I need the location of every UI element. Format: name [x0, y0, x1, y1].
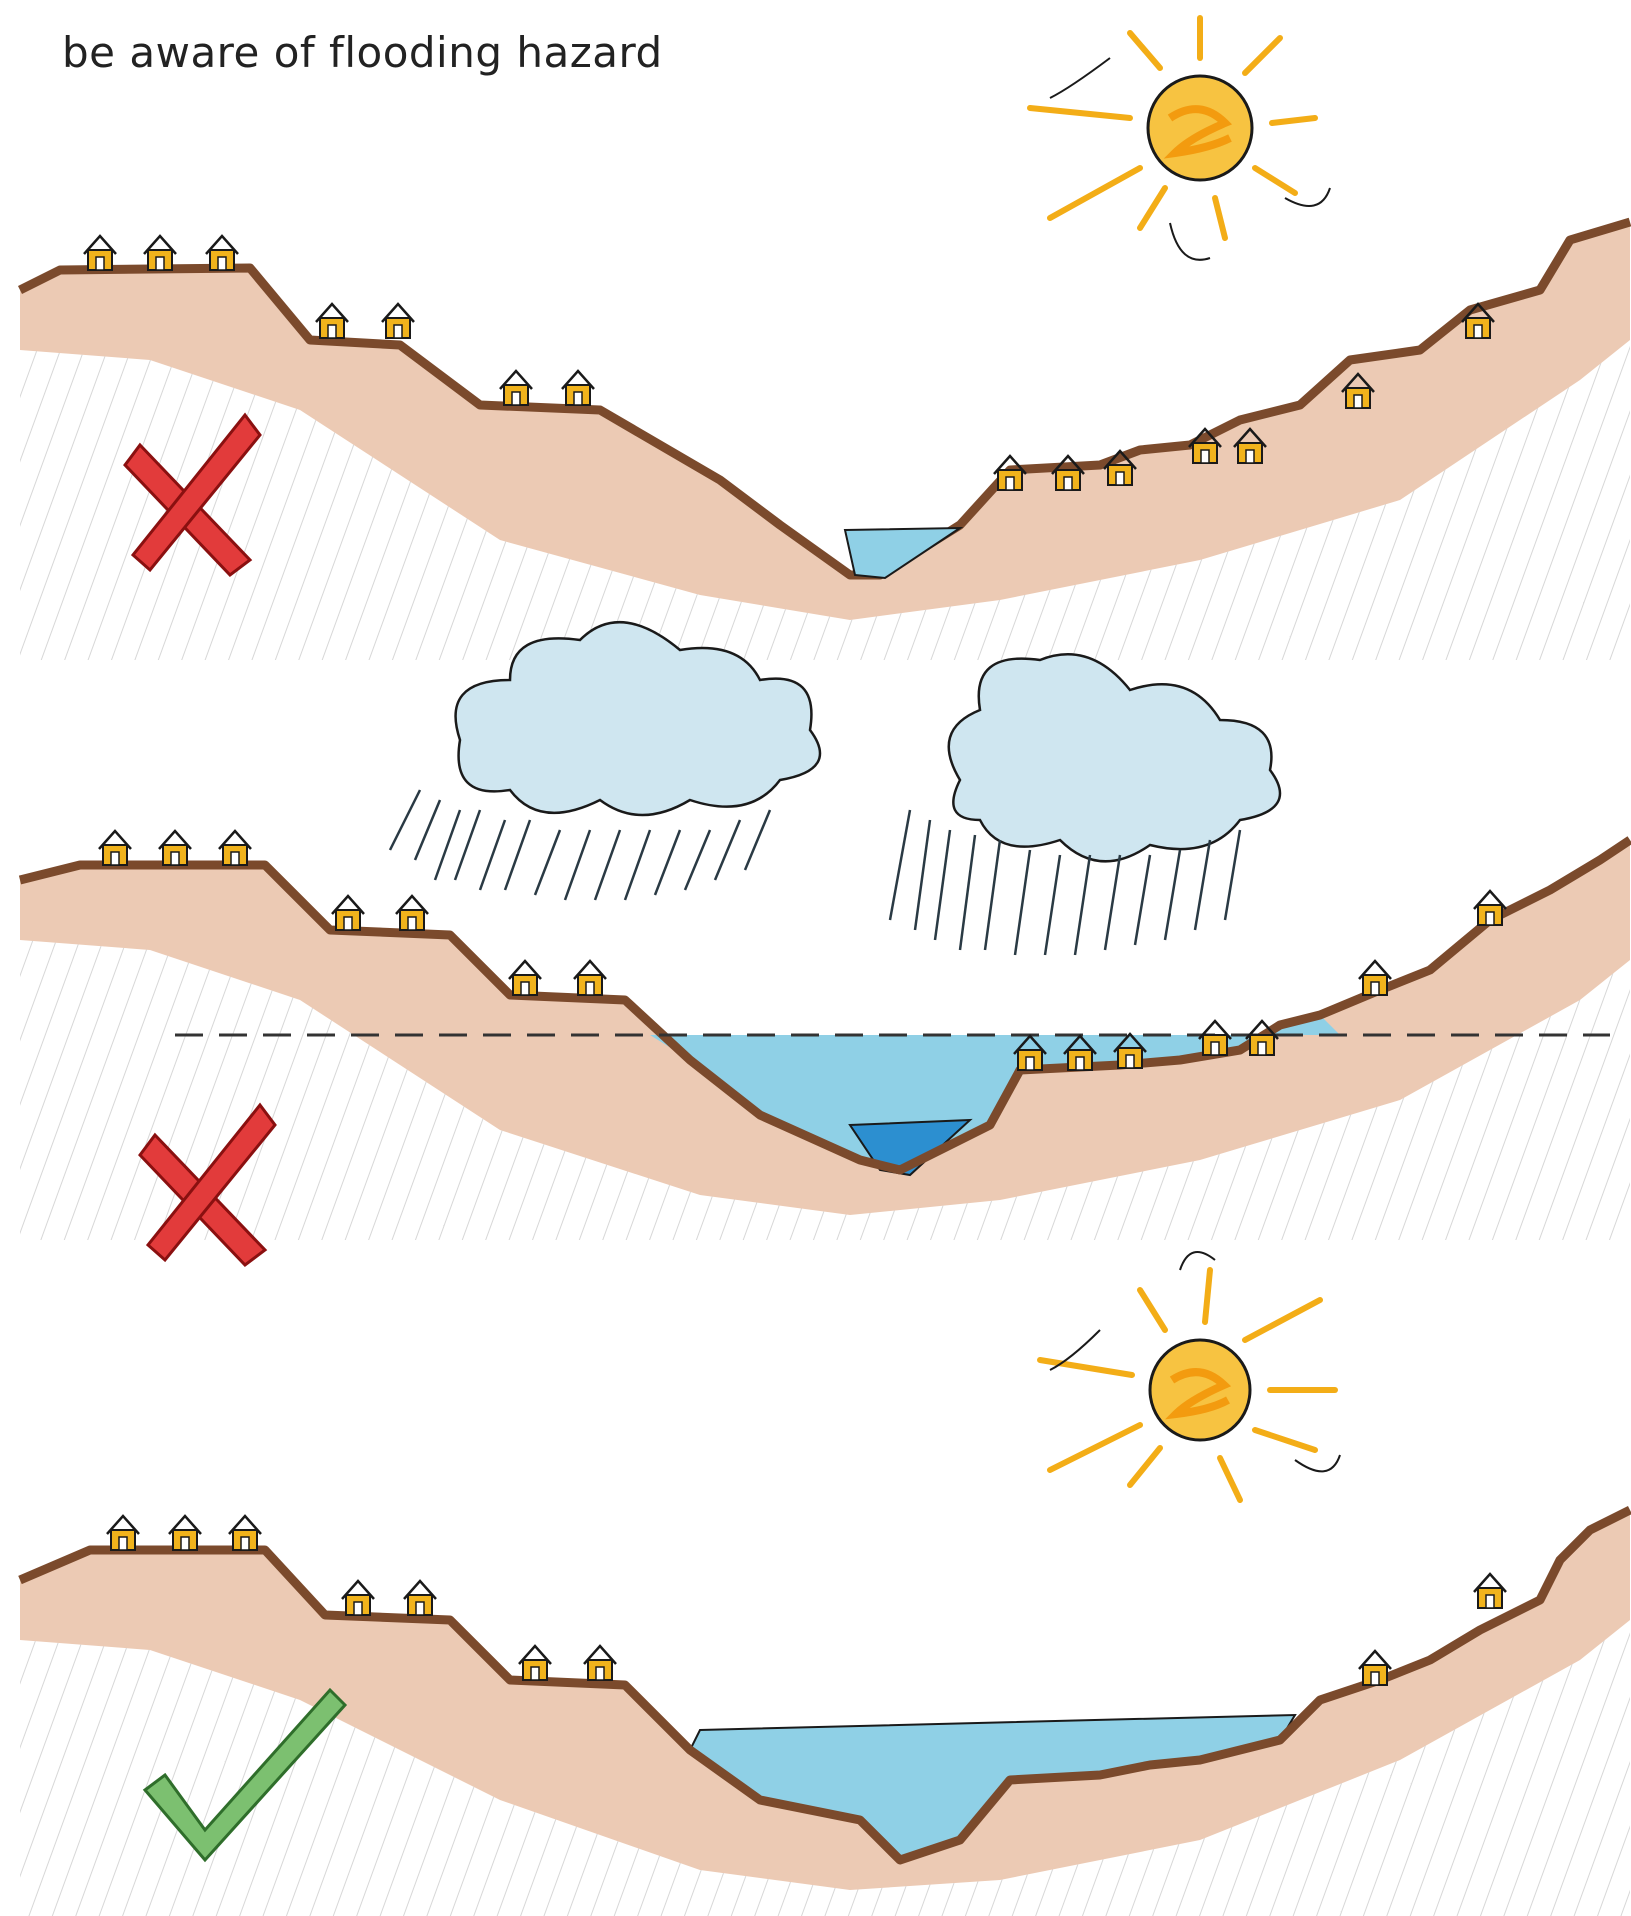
sun-icon: [1030, 18, 1330, 260]
panel-dry-river: [20, 18, 1630, 660]
rain-cloud-icon: [390, 622, 820, 900]
panel-safe-settlement: [20, 1252, 1630, 1916]
sun-icon: [1040, 1252, 1340, 1500]
rain-cloud-icon: [890, 654, 1280, 955]
panel-flood-river: [20, 622, 1630, 1265]
